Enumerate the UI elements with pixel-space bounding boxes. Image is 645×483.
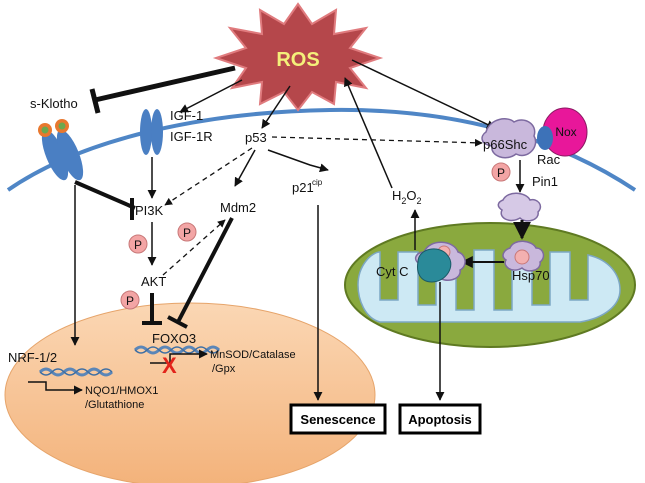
p66shc-label: p66Shc [483,137,528,152]
senescence-label: Senescence [300,412,375,427]
apoptosis-box: Apoptosis [398,403,482,435]
p21-label: p21 cip [292,178,323,195]
svg-text:P: P [134,238,142,252]
mitochondrion [344,222,636,348]
ros-inhibits-sklotho [94,65,236,103]
nrf-label: NRF-1/2 [8,350,57,365]
klotho-receptor [38,119,84,181]
phospho-badge-pi3k: P [128,234,148,254]
nucleus [4,302,376,483]
foxo3-label: FOXO3 [152,331,196,346]
svg-text:P: P [183,226,191,240]
h2o2-h: H [392,188,401,203]
phospho-badge-mdm2: P [177,222,197,242]
mnsod-label-1: MnSOD/Catalase [210,349,296,361]
senescence-box: Senescence [289,403,387,435]
svg-text:H2O2: H2O2 [392,188,422,206]
akt-label: AKT [141,274,166,289]
p53-label: p53 [245,130,267,145]
nqo1-label-2: /Glutathione [85,399,144,411]
sklotho-label: s-Klotho [30,96,78,111]
mdm2-label: Mdm2 [220,200,256,215]
igf1r-label: IGF-1R [170,129,213,144]
p21-sup: cip [312,178,323,187]
cytc-label: Cyt C [376,264,409,279]
h2o2-o: O [406,188,416,203]
ros-burst [212,2,384,112]
pi3k-label: PI3K [135,203,164,218]
pin1-label: Pin1 [532,174,558,189]
svg-text:P: P [497,166,505,180]
cytc-complex [414,241,466,283]
svg-text:P: P [126,294,134,308]
nqo1-label-1: NQO1/HMOX1 [85,385,158,397]
phospho-badge-akt: P [120,290,140,310]
h2o2-2b: 2 [417,196,422,206]
p66shc-complex: Nox [481,107,588,159]
igf1r-receptor [140,109,163,155]
igf1-label: IGF-1 [170,108,203,123]
hsp70-label: Hsp70 [512,268,550,283]
h2o2-label: H2O2 [392,188,422,206]
p21-base: p21 [292,180,314,195]
phospho-badge-p66shc: P [491,162,511,182]
mnsod-label-2: /Gpx [212,363,236,375]
h2o2-2a: 2 [401,196,406,206]
ros-label: ROS [276,49,319,71]
rac-label: Rac [537,152,561,167]
block-mark: X [162,353,177,378]
apoptosis-label: Apoptosis [408,412,472,427]
p66shc-pin1-shape [497,192,542,222]
hsp70-complex [502,240,545,272]
nox-label: Nox [555,125,576,139]
